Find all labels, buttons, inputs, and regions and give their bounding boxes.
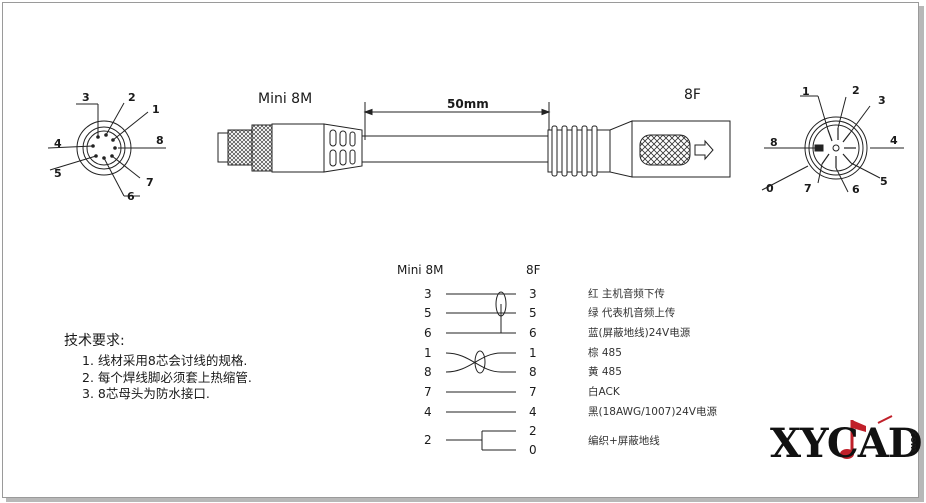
wiring-right-pin: 4 bbox=[529, 405, 537, 419]
right-pin-label: 5 bbox=[880, 175, 888, 188]
right-pin-label: 0 bbox=[766, 182, 774, 195]
wiring-right-pin: 6 bbox=[529, 326, 537, 340]
wiring-header-left: Mini 8M bbox=[397, 263, 444, 277]
wiring-lines bbox=[445, 291, 516, 451]
wiring-left-pin: 8 bbox=[424, 365, 432, 379]
left-connector-title: Mini 8M bbox=[258, 91, 313, 107]
left-pin-label: 3 bbox=[82, 91, 90, 104]
left-connector-face bbox=[47, 102, 166, 197]
wiring-left-pin: 2 bbox=[424, 433, 432, 447]
right-socket-body bbox=[547, 120, 731, 178]
wiring-right-pin: 1 bbox=[529, 346, 537, 360]
wiring-right-pin: 0 bbox=[529, 443, 537, 457]
right-pin-label: 2 bbox=[852, 84, 860, 97]
wiring-right-pin: 7 bbox=[529, 385, 537, 399]
wiring-right-pin: 3 bbox=[529, 287, 537, 301]
requirement-item: 1. 线材采用8芯会讨线的规格. bbox=[82, 353, 248, 368]
wiring-description: 蓝(屏蔽地线)24V电源 bbox=[588, 327, 691, 339]
wiring-left-pin: 6 bbox=[424, 326, 432, 340]
xycad-logo: XYCAD bbox=[770, 420, 922, 467]
right-pin-label: 7 bbox=[804, 182, 812, 195]
left-pin-label: 4 bbox=[54, 137, 62, 150]
left-pin-label: 8 bbox=[156, 134, 164, 147]
left-pin-label: 5 bbox=[54, 167, 62, 180]
wiring-right-pin: 2 bbox=[529, 424, 537, 438]
wiring-left-pin: 4 bbox=[424, 405, 432, 419]
requirement-item: 2. 每个焊线脚必须套上热缩管. bbox=[82, 370, 252, 385]
right-pin-label: 1 bbox=[802, 85, 810, 98]
wiring-description: 白ACK bbox=[588, 386, 620, 398]
cable bbox=[362, 102, 551, 163]
wiring-description: 编织+屏蔽地线 bbox=[588, 435, 660, 447]
requirement-item: 3. 8芯母头为防水接口. bbox=[82, 386, 210, 401]
wiring-left-pin: 3 bbox=[424, 287, 432, 301]
wiring-description: 红 主机音频下传 bbox=[588, 288, 665, 300]
left-pin-label: 1 bbox=[152, 103, 160, 116]
wiring-header-right: 8F bbox=[526, 263, 541, 277]
xycad-logo-suffix: .com bbox=[908, 428, 918, 453]
right-pin-label: 3 bbox=[878, 94, 886, 107]
requirements-title: 技术要求: bbox=[64, 333, 125, 349]
left-plug-body bbox=[217, 123, 363, 173]
cable-length-dimension: 50mm bbox=[447, 97, 489, 111]
right-connector-title: 8F bbox=[684, 87, 701, 103]
wiring-right-pin: 5 bbox=[529, 306, 537, 320]
wiring-left-pin: 1 bbox=[424, 346, 432, 360]
wiring-description: 棕 485 bbox=[588, 347, 622, 359]
wiring-left-pin: 5 bbox=[424, 306, 432, 320]
right-connector-face bbox=[761, 95, 904, 193]
left-pin-label: 2 bbox=[128, 91, 136, 104]
logo-note-icon bbox=[840, 415, 893, 459]
wiring-description: 黑(18AWG/1007)24V电源 bbox=[588, 406, 717, 418]
wiring-description: 绿 代表机音频上传 bbox=[588, 307, 676, 319]
right-pin-label: 8 bbox=[770, 136, 778, 149]
frame-shadow-bottom bbox=[6, 498, 924, 502]
drawing-frame bbox=[2, 2, 919, 498]
wiring-right-pin: 8 bbox=[529, 365, 537, 379]
wiring-left-pin: 7 bbox=[424, 385, 432, 399]
left-pin-label: 6 bbox=[127, 190, 135, 203]
right-pin-label: 6 bbox=[852, 183, 860, 196]
left-pin-label: 7 bbox=[146, 176, 154, 189]
wiring-description: 黄 485 bbox=[588, 366, 622, 378]
frame-shadow-right bbox=[919, 6, 924, 501]
right-pin-label: 4 bbox=[890, 134, 898, 147]
